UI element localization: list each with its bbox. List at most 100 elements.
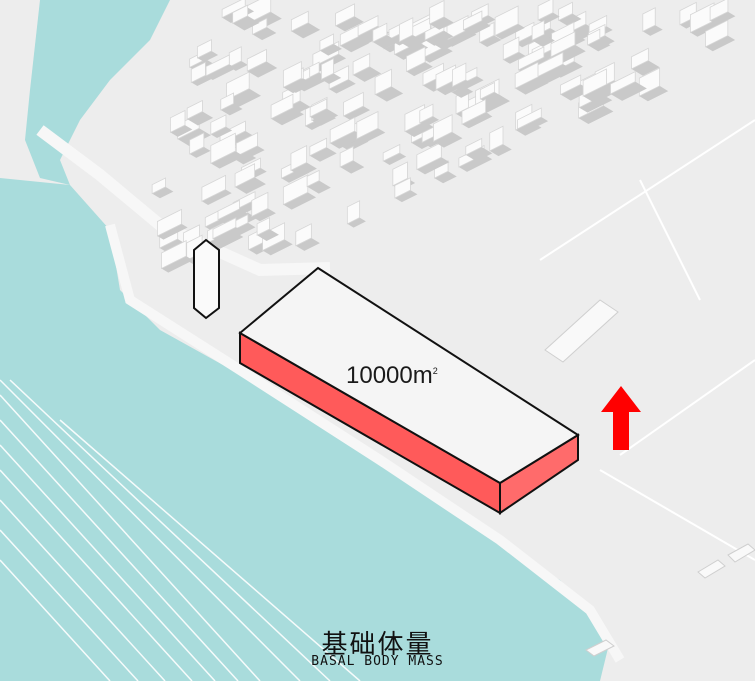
building-shadow xyxy=(236,145,265,161)
north-arrow-icon xyxy=(601,386,641,450)
water-lines xyxy=(0,379,361,681)
building-shadow xyxy=(340,36,369,53)
building-shadow xyxy=(210,126,233,139)
building-shadow xyxy=(161,256,194,273)
building-shadow xyxy=(340,160,365,174)
building-block xyxy=(246,48,267,72)
building-block xyxy=(398,17,414,43)
building-shadow xyxy=(416,157,450,175)
tower xyxy=(193,238,220,320)
building-block xyxy=(374,68,392,96)
building-shadow xyxy=(232,15,260,31)
building-shadow xyxy=(220,103,243,116)
building-shadow xyxy=(424,30,454,46)
building-block xyxy=(309,137,328,157)
building-block xyxy=(479,81,495,100)
building-block xyxy=(494,5,519,37)
building-shadow xyxy=(290,162,317,177)
building-block xyxy=(352,52,371,76)
building-shadow xyxy=(191,75,212,87)
building-shadow xyxy=(283,192,317,210)
building-shadow xyxy=(537,64,574,84)
building-shadow xyxy=(247,61,278,78)
building-block xyxy=(382,143,401,162)
building-block xyxy=(514,61,539,89)
building-shadow xyxy=(177,128,211,147)
building-block xyxy=(251,191,269,218)
building-shadow xyxy=(251,208,276,222)
building-block xyxy=(356,110,379,140)
building-shadow xyxy=(383,152,407,165)
building-shadow xyxy=(189,146,211,158)
building-block xyxy=(610,70,636,95)
building-shadow xyxy=(321,73,342,84)
building-block xyxy=(161,239,187,270)
east-structures xyxy=(544,299,755,657)
building-block xyxy=(196,39,212,59)
building-block xyxy=(282,174,309,206)
building-block xyxy=(339,145,354,168)
building-shadow xyxy=(170,125,193,137)
building-shadow xyxy=(406,62,433,77)
building-block xyxy=(309,98,328,118)
building-block xyxy=(170,109,186,134)
building-block xyxy=(232,4,249,25)
building-block xyxy=(156,208,182,237)
shoreline-road xyxy=(105,223,625,663)
building-shadow xyxy=(429,16,454,30)
building-shadow xyxy=(587,38,611,52)
building-shadow xyxy=(489,144,512,157)
building-shadow xyxy=(422,46,453,63)
building-shadow xyxy=(309,147,337,162)
building-shadow xyxy=(201,189,232,205)
building-block xyxy=(290,10,309,32)
building-shadow xyxy=(610,81,647,101)
base-mass xyxy=(238,266,580,515)
building-block xyxy=(392,161,408,187)
building-block xyxy=(587,28,601,46)
building-block xyxy=(429,0,445,25)
building-block xyxy=(220,92,234,111)
building-shadow xyxy=(631,60,660,76)
building-block xyxy=(189,132,205,155)
building-shadow xyxy=(356,128,386,144)
building-block xyxy=(201,174,226,202)
building-shadow xyxy=(235,177,266,194)
building-shadow xyxy=(335,16,364,32)
building-block xyxy=(550,31,576,58)
building-shadow xyxy=(495,23,525,40)
building-block xyxy=(343,91,364,117)
building-block xyxy=(210,114,227,135)
building-block xyxy=(256,216,270,236)
east-roads xyxy=(539,119,755,561)
building-shadow xyxy=(206,64,236,80)
building-shadow xyxy=(642,25,663,36)
building-shadow xyxy=(157,223,188,240)
building-shadow xyxy=(394,42,429,60)
building-block xyxy=(190,61,206,84)
building-shadow xyxy=(353,66,382,82)
building-shadow xyxy=(458,154,493,172)
building-shadow xyxy=(465,146,493,162)
building-shadow xyxy=(479,35,502,48)
building-block xyxy=(210,132,236,165)
building-block xyxy=(479,21,495,44)
building-block xyxy=(537,0,554,21)
mass-area-unit: 2 xyxy=(432,366,438,376)
building-block xyxy=(582,68,607,97)
building-block xyxy=(419,103,434,124)
building-shadow xyxy=(310,108,339,124)
building-shadow xyxy=(295,237,320,251)
building-block xyxy=(394,177,411,199)
building-shadow xyxy=(347,217,366,228)
building-block xyxy=(465,137,483,156)
building-shadow xyxy=(461,112,493,129)
building-block xyxy=(321,57,334,81)
building-block xyxy=(282,60,302,89)
building-shadow xyxy=(319,43,342,56)
building-shadow xyxy=(463,20,491,36)
building-shadow xyxy=(690,20,722,37)
building-block xyxy=(452,62,467,88)
building-block xyxy=(705,19,729,48)
